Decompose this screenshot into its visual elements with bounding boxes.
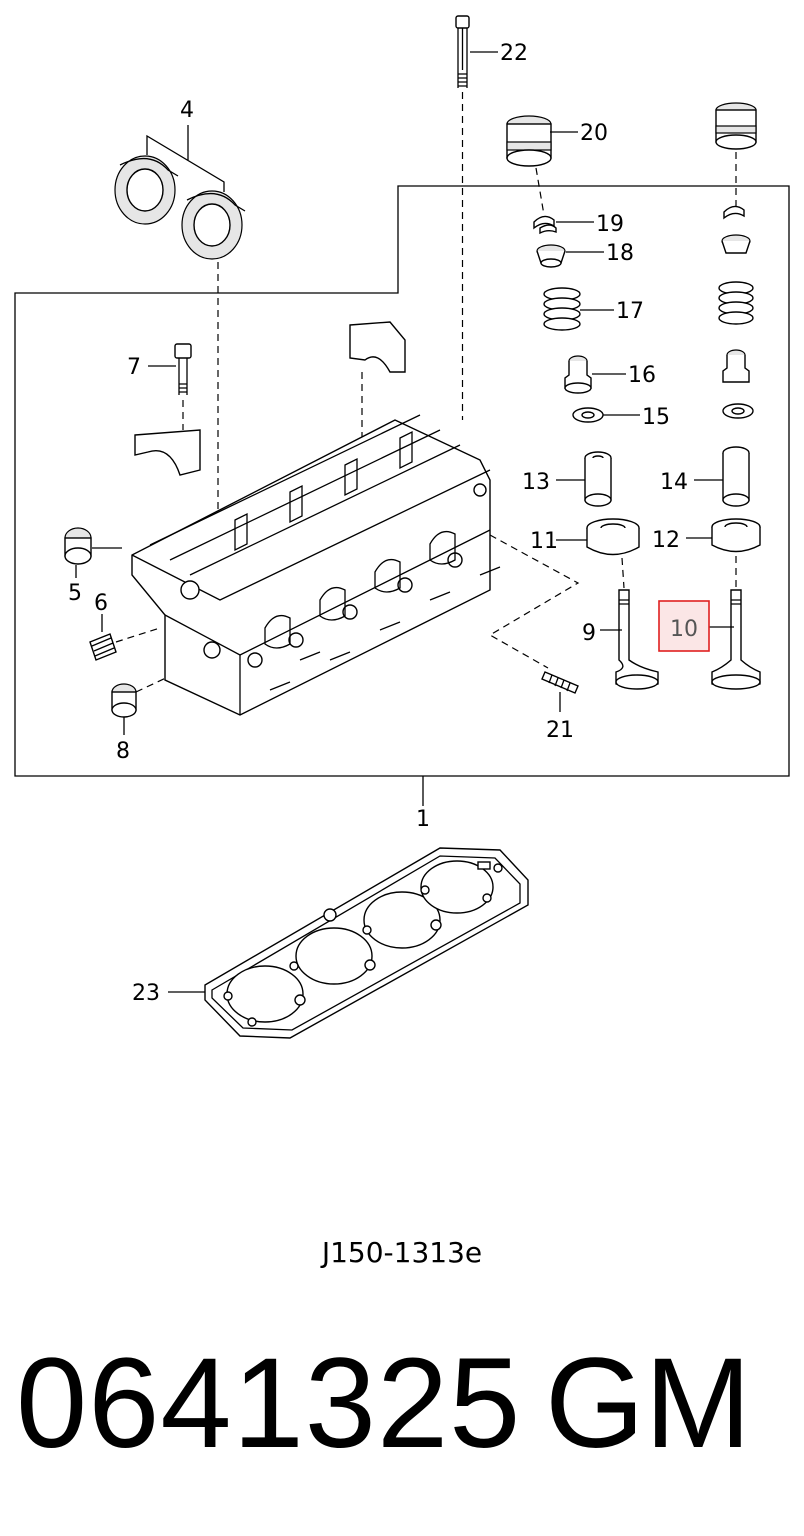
callout-6: 6 xyxy=(94,591,108,616)
highlight-box xyxy=(658,600,710,652)
assembly-frame xyxy=(14,185,790,777)
bearing-cap-part xyxy=(134,321,406,476)
callout-4: 4 xyxy=(180,98,194,123)
spring-seat-part xyxy=(572,407,604,423)
stud-part xyxy=(89,627,161,661)
valve-keeper-part-2 xyxy=(723,205,745,220)
head-gasket-part xyxy=(204,847,529,1039)
callout-11: 11 xyxy=(530,529,558,554)
plug-part xyxy=(64,527,92,565)
valve-stem-seal-part xyxy=(564,355,592,394)
valve-seat-insert-part xyxy=(586,518,640,556)
callout-20: 20 xyxy=(580,121,608,146)
bushing-part xyxy=(111,675,171,718)
valve-lifter-part-2 xyxy=(715,102,757,150)
valve-guide-part xyxy=(584,451,612,507)
exhaust-valve-part xyxy=(711,556,761,690)
valve-spring-part-2 xyxy=(718,281,754,325)
valve-lifter-part xyxy=(506,115,552,167)
valve-guide-part-2 xyxy=(722,446,750,507)
callout-8: 8 xyxy=(116,739,130,764)
callout-16: 16 xyxy=(628,363,656,388)
head-bolt-part xyxy=(455,15,470,420)
callout-12: 12 xyxy=(652,528,680,553)
valve-stem-seal-part-2 xyxy=(722,349,750,383)
valve-keeper-part xyxy=(533,215,557,235)
valve-seat-insert-part-2 xyxy=(711,518,761,553)
callout-10[interactable]: 10 xyxy=(670,617,698,642)
callout-9: 9 xyxy=(582,621,596,646)
callout-19: 19 xyxy=(596,212,624,237)
intake-valve-part xyxy=(615,557,659,690)
callout-14: 14 xyxy=(660,470,688,495)
callout-1: 1 xyxy=(416,807,430,832)
callout-13: 13 xyxy=(522,470,550,495)
callout-17: 17 xyxy=(616,299,644,324)
exhaust-stud-part xyxy=(488,534,580,694)
brand-name: GM xyxy=(545,1332,752,1475)
part-number: 0641325 xyxy=(16,1332,522,1475)
spring-retainer-part-2 xyxy=(721,234,751,254)
callout-5: 5 xyxy=(68,581,82,606)
valve-spring-part xyxy=(543,287,581,331)
spring-seat-part-2 xyxy=(722,403,754,419)
callout-23: 23 xyxy=(132,981,160,1006)
callout-22: 22 xyxy=(500,41,528,66)
spring-retainer-part xyxy=(536,244,566,268)
figure-code: J150-1313e xyxy=(321,1236,483,1269)
cap-bolt-part xyxy=(174,343,192,430)
callout-21: 21 xyxy=(546,718,574,743)
exploded-parts-diagram: 22 4 7 5 6 xyxy=(14,15,790,1039)
callout-7: 7 xyxy=(127,355,141,380)
camshaft-seal-part xyxy=(114,155,246,620)
callout-15: 15 xyxy=(642,405,670,430)
callout-18: 18 xyxy=(606,241,634,266)
